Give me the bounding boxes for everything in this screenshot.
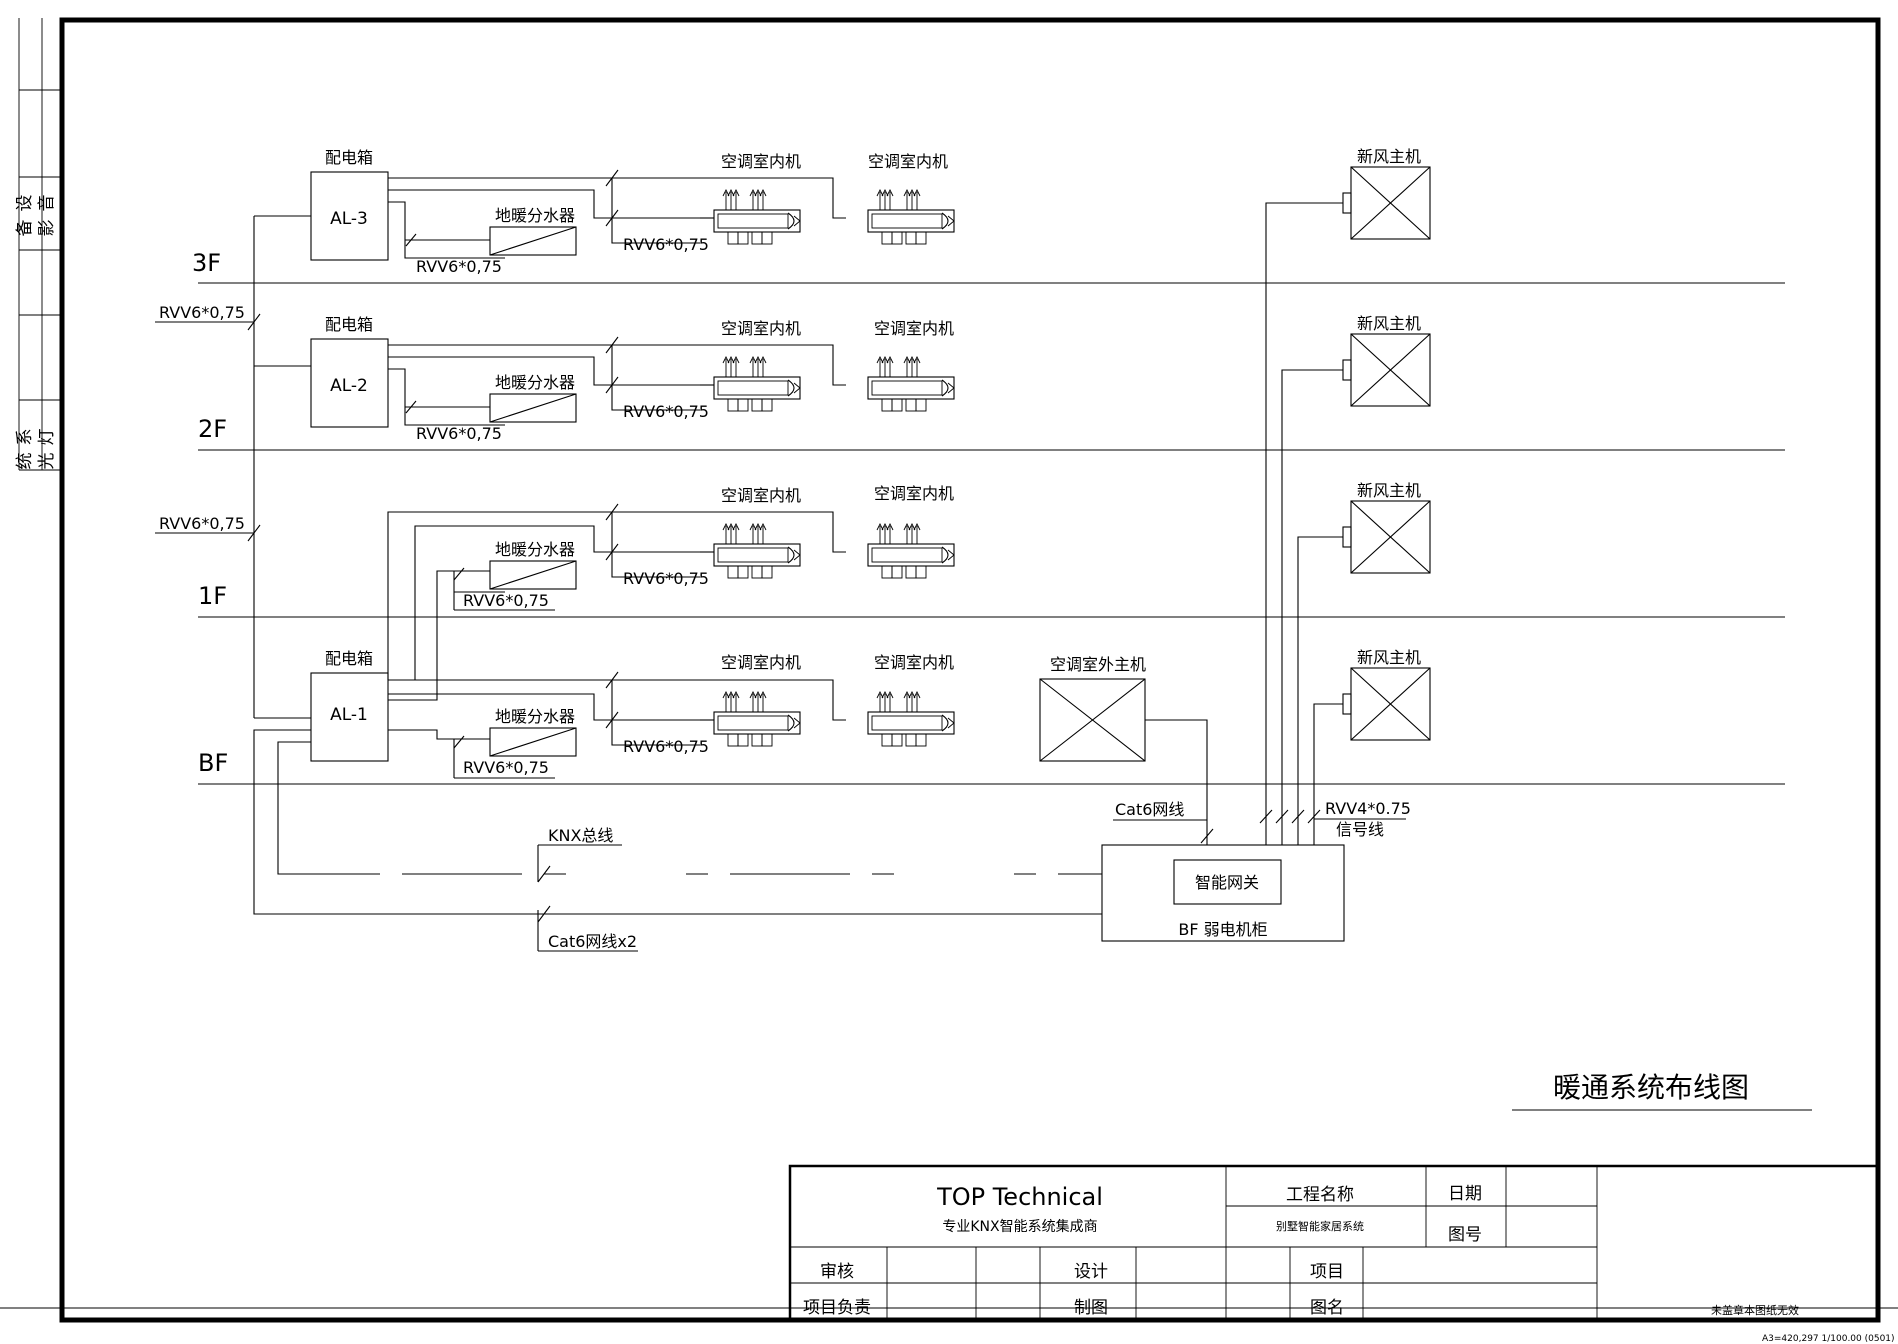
fresh-air-label: 新风主机 [1357, 147, 1421, 166]
sheet-info: A3=420,297 1/100.00 (0501) [1762, 1334, 1895, 1344]
distribution-box-label: 配电箱 [325, 649, 373, 668]
knx-bus-label: KNX总线 [548, 826, 613, 845]
draft-label: 制图 [1074, 1298, 1108, 1318]
review-label: 审核 [820, 1262, 854, 1282]
cable-label-rvv6: RVV6*0,75 [623, 402, 709, 421]
indoor-ac-unit [867, 189, 955, 245]
drawing-name-label: 图名 [1310, 1298, 1344, 1318]
cable-label-rvv4: RVV4*0.75 [1325, 799, 1411, 818]
floor-heating-label: 地暖分水器 [495, 540, 575, 559]
outdoor-unit-label: 空调室外主机 [1050, 655, 1146, 674]
weak-current-cabinet [1101, 844, 1345, 942]
floor-group-2f: 配电箱 AL-2 RVV6*0,75 RVV6*0,75 地暖分水器 [310, 315, 846, 443]
panel-label: AL-2 [330, 376, 368, 396]
smart-gateway [1173, 859, 1282, 905]
distribution-box-al1 [310, 672, 389, 762]
floor-label-1f: 1F [198, 582, 227, 610]
indoor-unit-label: 空调室内机 [721, 319, 801, 338]
indoor-unit-label: 空调室内机 [721, 653, 801, 672]
floor-label-3f: 3F [192, 249, 221, 277]
indoor-unit-label: 空调室内机 [874, 484, 954, 503]
floor-lines [198, 282, 1785, 785]
floor-heating-label: 地暖分水器 [495, 206, 575, 225]
gateway-label: 智能网关 [1195, 873, 1259, 892]
cable-label-rvv6: RVV6*0,75 [416, 257, 502, 276]
floor-heating-manifold [489, 393, 577, 423]
indoor-ac-unit [713, 189, 801, 245]
design-label: 设计 [1074, 1262, 1108, 1282]
floor-label-2f: 2F [198, 415, 227, 443]
drawing-number-label: 图号 [1448, 1225, 1482, 1245]
floor-heating-manifold [489, 560, 577, 590]
indoor-unit-label: 空调室内机 [721, 486, 801, 505]
indoor-unit-label: 空调室内机 [874, 319, 954, 338]
floor-heating-manifold [489, 226, 577, 256]
cabinet-box [1101, 844, 1345, 942]
floor-group-3f: 配电箱 AL-3 RVV6*0,75 RVV6*0,75 地暖分水器 [310, 148, 846, 276]
indoor-unit-label: 空调室内机 [721, 152, 801, 171]
floor-heating-label: 地暖分水器 [495, 707, 575, 726]
side-strip-char: 灯 [37, 429, 57, 446]
project-name-value: 别墅智能家居系统 [1276, 1219, 1364, 1233]
indoor-ac-unit [867, 523, 955, 579]
indoor-ac-unit [713, 356, 801, 412]
floor-group-bf: 配电箱 AL-1 RVV6*0,75 RVV6*0,75 地暖分水器 [310, 649, 846, 779]
fresh-air-label: 新风主机 [1357, 314, 1421, 333]
floor-label-bf: BF [198, 749, 228, 777]
fresh-air-label: 新风主机 [1357, 481, 1421, 500]
cable-label-rvv6: RVV6*0,75 [623, 569, 709, 588]
company-name: TOP Technical [936, 1183, 1103, 1211]
indoor-unit-wires [700, 217, 714, 721]
distribution-box-label: 配电箱 [325, 148, 373, 167]
side-strip-char: 设 [15, 195, 35, 212]
title-block [788, 1164, 1880, 1322]
cabinet-label: BF 弱电机柜 [1178, 920, 1267, 939]
floor-group-1f: RVV6*0,75 RVV6*0,75 地暖分水器 [387, 503, 846, 701]
signal-line-label: 信号线 [1336, 820, 1384, 839]
indoor-unit-label: 空调室内机 [868, 152, 948, 171]
cable-label-rvv6: RVV6*0,75 [159, 514, 245, 533]
floor-heating-manifold [489, 727, 577, 757]
seal-note: 未盖章本图纸无效 [1711, 1303, 1799, 1317]
side-strip-char: 系 [15, 429, 35, 446]
side-strip-char: 备 [15, 220, 35, 237]
cable-label-rvv6: RVV6*0,75 [623, 737, 709, 756]
cat6-label: Cat6网线 [1115, 800, 1184, 819]
cable-label-rvv6: RVV6*0,75 [463, 758, 549, 777]
project-name-label: 工程名称 [1286, 1185, 1354, 1205]
item-label: 项目 [1310, 1262, 1344, 1282]
distribution-box-label: 配电箱 [325, 315, 373, 334]
drawing-title: 暖通系统布线图 [1553, 1071, 1749, 1104]
side-strip: 音 影 设 备 灯 光 系 统 [15, 18, 62, 471]
side-strip-char: 影 [37, 220, 57, 237]
fresh-air-units: 新风主机 新风主机 新风主机 新风主机 [1259, 147, 1431, 845]
outdoor-unit-group: 空调室外主机 [1039, 655, 1214, 845]
cable-label-rvv6: RVV6*0,75 [623, 235, 709, 254]
side-strip-char: 统 [15, 453, 35, 470]
indoor-ac-unit [713, 691, 801, 747]
panel-label: AL-3 [330, 209, 368, 229]
cable-label-rvv6: RVV6*0,75 [416, 424, 502, 443]
floor-heating-label: 地暖分水器 [495, 373, 575, 392]
side-strip-char: 音 [37, 195, 57, 212]
side-strip-char: 光 [37, 453, 57, 470]
cable-label-rvv6: RVV6*0,75 [463, 591, 549, 610]
vertical-trunk [155, 215, 311, 719]
fresh-air-label: 新风主机 [1357, 648, 1421, 667]
indoor-unit-label: 空调室内机 [874, 653, 954, 672]
project-lead-label: 项目负责 [803, 1298, 871, 1318]
distribution-box-al3 [310, 171, 389, 261]
cat6x2-label: Cat6网线x2 [548, 932, 637, 951]
company-tagline: 专业KNX智能系统集成商 [942, 1218, 1097, 1235]
cable-label-rvv6: RVV6*0,75 [159, 303, 245, 322]
distribution-box-al2 [310, 338, 389, 428]
indoor-ac-unit [867, 691, 955, 747]
indoor-ac-unit [867, 356, 955, 412]
panel-label: AL-1 [330, 705, 368, 725]
bus-lines [253, 729, 1102, 952]
date-label: 日期 [1448, 1184, 1482, 1204]
indoor-ac-unit [713, 523, 801, 579]
